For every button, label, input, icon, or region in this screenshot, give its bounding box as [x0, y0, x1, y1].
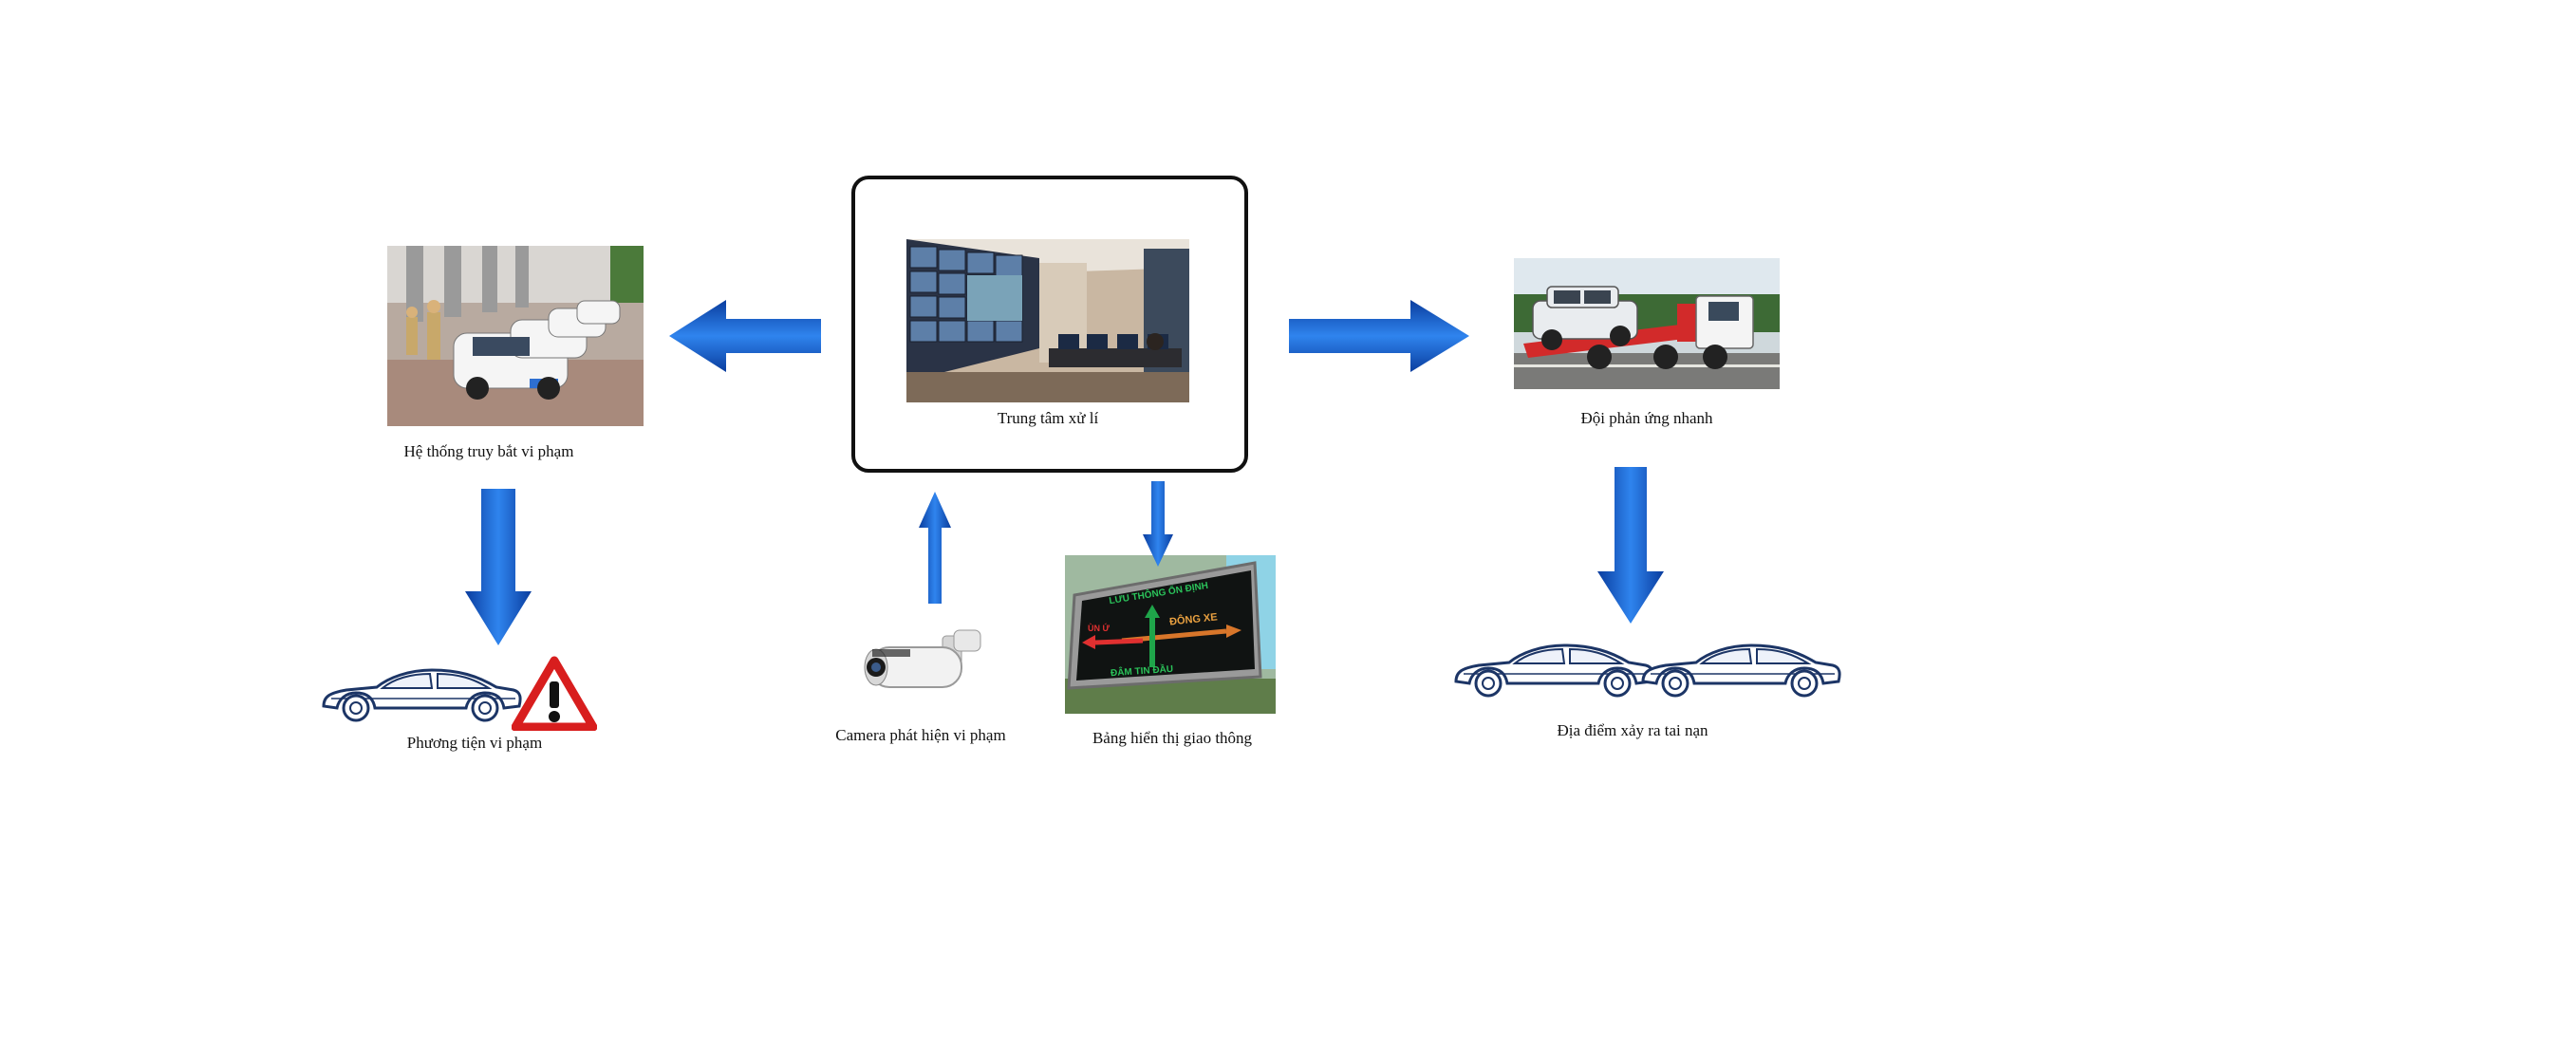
bullet-camera-icon	[859, 628, 982, 697]
accident-car-left-icon	[1450, 640, 1659, 699]
camera-label: Camera phát hiện vi phạm	[835, 726, 1006, 744]
accident-car-right-icon	[1637, 640, 1846, 699]
arrow-to-enforcement	[669, 300, 821, 372]
traffic-board-label: Bảng hiển thị giao thông	[1092, 729, 1253, 747]
arrow-to-violating-vehicle	[465, 489, 532, 645]
traffic-board-photo: LƯU THÔNG ỔN ĐỊNH ÙN Ứ ĐÔNG XE ĐÂM TIN Đ…	[1065, 555, 1276, 714]
board-sign-left: ÙN Ứ	[1088, 624, 1110, 633]
control-room-photo	[906, 239, 1189, 402]
arrow-to-traffic-board	[1143, 481, 1173, 567]
enforcement-system-label: Hệ thống truy bắt vi phạm	[403, 442, 574, 460]
warning-triangle-icon	[512, 655, 597, 731]
response-team-label: Đội phản ứng nhanh	[1580, 409, 1713, 427]
tow-truck-photo	[1514, 258, 1780, 389]
police-cars-photo	[387, 246, 644, 426]
violating-car-icon	[318, 664, 527, 723]
arrow-to-accident-location	[1597, 467, 1664, 624]
accident-location-label: Địa điểm xảy ra tai nạn	[1557, 721, 1708, 739]
arrow-to-response-team	[1289, 300, 1469, 372]
arrow-from-camera	[919, 492, 951, 604]
processing-center-label: Trung tâm xử lí	[997, 409, 1099, 427]
violating-vehicle-label: Phương tiện vi phạm	[406, 734, 543, 752]
